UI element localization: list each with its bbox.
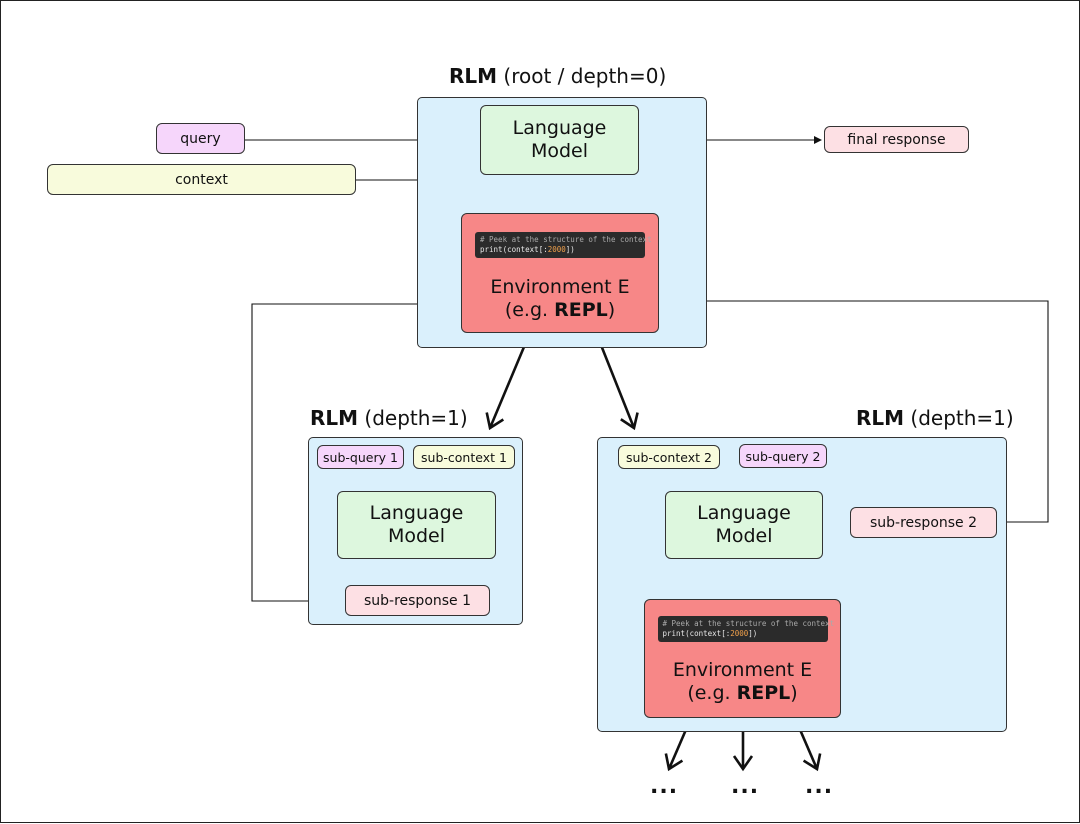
edge-sub-response-1-return bbox=[251, 300, 459, 602]
child1-rlm-title: RLM (depth=1) bbox=[310, 406, 468, 430]
continuation-dots-left: ... bbox=[650, 774, 679, 799]
continuation-dots-right: ... bbox=[805, 774, 834, 799]
edge-sub-response-2-return bbox=[661, 297, 1049, 523]
sub-query-1-pill: sub-query 1 bbox=[317, 445, 404, 469]
spawn-arrow-child-2 bbox=[595, 334, 639, 431]
sub-response-2-pill: sub-response 2 bbox=[850, 507, 997, 538]
sub-context-2-pill: sub-context 2 bbox=[618, 445, 720, 469]
root-code-snippet: # Peek at the structure of the context p… bbox=[475, 232, 652, 258]
root-environment: # Peek at the structure of the context p… bbox=[461, 213, 659, 333]
continuation-dots-center: ... bbox=[731, 774, 760, 799]
context-pill: context bbox=[47, 164, 356, 195]
child2-rlm-title: RLM (depth=1) bbox=[856, 406, 1014, 430]
query-pill: query bbox=[156, 123, 245, 154]
sub-response-1-pill: sub-response 1 bbox=[345, 585, 490, 616]
final-response-pill: final response bbox=[824, 126, 969, 153]
root-rlm-title: RLM (root / depth=0) bbox=[449, 64, 667, 88]
sub-query-2-pill: sub-query 2 bbox=[739, 444, 827, 468]
sub-context-1-pill: sub-context 1 bbox=[413, 445, 515, 469]
child2-environment: # Peek at the structure of the context p… bbox=[644, 599, 841, 718]
spawn-arrow-child-1 bbox=[485, 334, 531, 431]
child2-code-snippet: # Peek at the structure of the context p… bbox=[657, 616, 834, 642]
